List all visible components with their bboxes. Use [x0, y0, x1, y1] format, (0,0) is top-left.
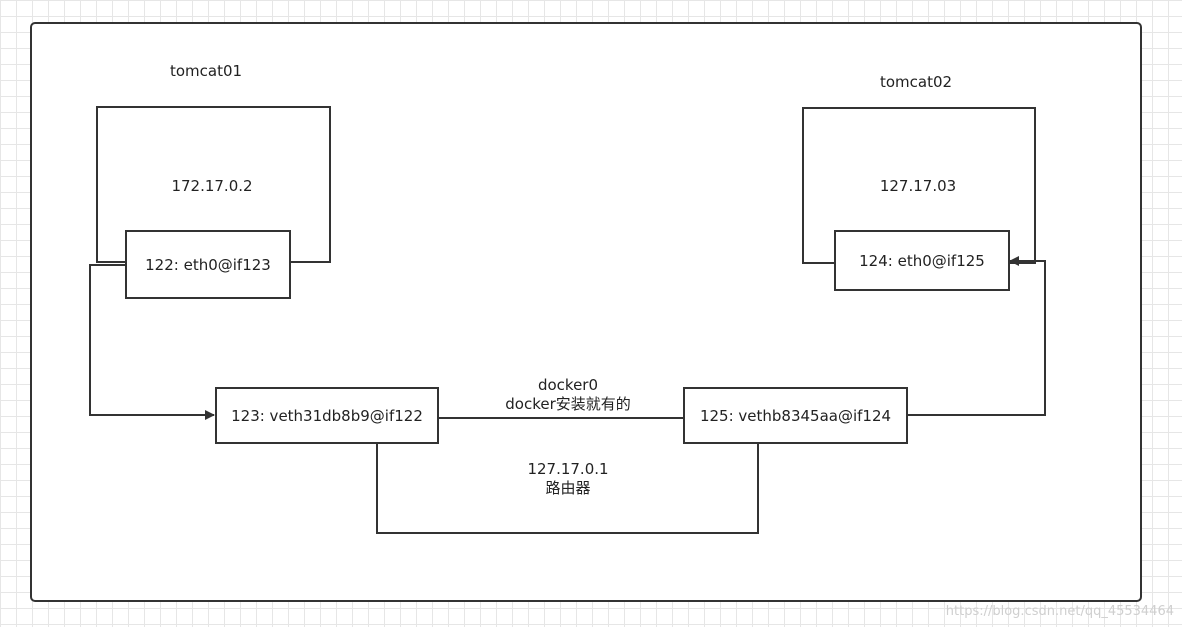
link-eth0-to-veth-left	[89, 264, 215, 420]
veth-right-box[interactable]: 125: vethb8345aa@if124	[683, 387, 908, 444]
docker0-name: docker0	[537, 376, 599, 394]
watermark: https://blog.csdn.net/qq_45534464	[945, 604, 1174, 619]
tomcat02-ip: 127.17.03	[879, 177, 957, 195]
router-loop	[376, 443, 759, 534]
tomcat01-title: tomcat01	[169, 62, 243, 80]
tomcat01-container-outline	[96, 106, 331, 263]
link-veth-right-to-eth0	[907, 256, 1046, 416]
diagram-frame	[30, 22, 1142, 602]
veth-left-label: 123: veth31db8b9@if122	[231, 406, 423, 425]
tomcat01-eth0-label: 122: eth0@if123	[145, 255, 271, 274]
tomcat02-eth0-label: 124: eth0@if125	[859, 251, 985, 270]
router-ip: 127.17.0.1	[527, 460, 609, 478]
tomcat01-ip: 172.17.0.2	[171, 177, 253, 195]
docker0-label: docker0 docker安装就有的	[505, 376, 631, 414]
veth-left-box[interactable]: 123: veth31db8b9@if122	[215, 387, 439, 444]
router-name: 路由器	[545, 479, 591, 497]
docker0-note: docker安装就有的	[505, 395, 631, 413]
router-label: 127.17.0.1 路由器	[527, 460, 608, 498]
veth-right-label: 125: vethb8345aa@if124	[699, 406, 892, 425]
tomcat01-eth0-box[interactable]: 122: eth0@if123	[125, 230, 291, 299]
tomcat02-container-outline	[802, 107, 1036, 264]
tomcat02-title: tomcat02	[879, 73, 953, 91]
tomcat02-eth0-box[interactable]: 124: eth0@if125	[834, 230, 1010, 291]
